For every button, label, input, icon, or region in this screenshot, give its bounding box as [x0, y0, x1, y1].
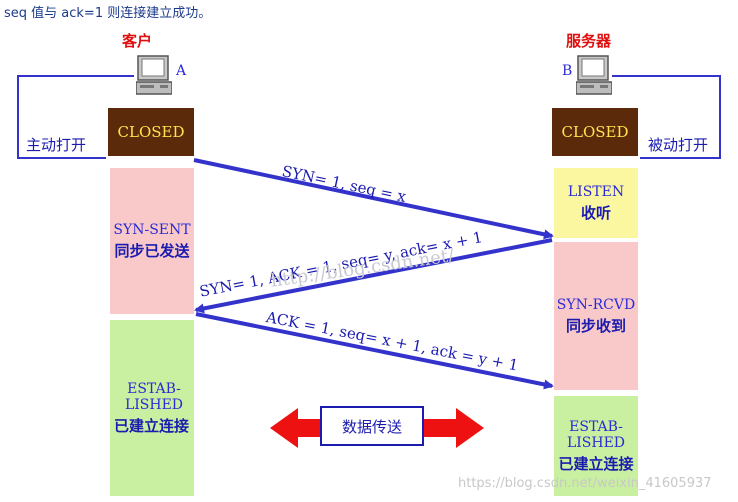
passive-open-label: 被动打开 — [648, 136, 709, 154]
active-open-label: 主动打开 — [26, 136, 87, 154]
server-established-zh: 已建立连接 — [558, 454, 634, 473]
server-role-title: 服务器 — [566, 32, 612, 50]
top-caption: seq 值与 ack=1 则连接建立成功。 — [4, 6, 212, 21]
client-closed-state: CLOSED — [108, 108, 194, 156]
syn-arrow — [193, 158, 554, 240]
client-established-state: ESTAB-LISHED 已建立连接 — [110, 320, 194, 496]
syn-rcvd-zh: 同步收到 — [565, 316, 626, 335]
syn-sent-zh: 同步已发送 — [114, 241, 190, 260]
syn-rcvd-en: SYN-RCVD — [556, 296, 636, 313]
client-role-title: 客户 — [122, 32, 153, 50]
client-computer-icon — [136, 55, 172, 95]
syn-ack-arrow — [194, 238, 553, 314]
server-closed-state: CLOSED — [552, 108, 638, 156]
server-syn-rcvd-state: SYN-RCVD 同步收到 — [554, 242, 638, 390]
syn-sent-en: SYN-SENT — [113, 221, 191, 238]
server-letter: B — [562, 63, 573, 79]
client-established-zh: 已建立连接 — [114, 416, 190, 435]
server-established-state: ESTAB-LISHED 已建立连接 — [554, 396, 638, 496]
server-established-en: ESTAB-LISHED — [566, 418, 626, 451]
client-syn-sent-state: SYN-SENT 同步已发送 — [110, 168, 194, 314]
data-transfer-label: 数据传送 — [320, 406, 424, 446]
listen-zh: 收听 — [580, 203, 611, 222]
listen-en: LISTEN — [567, 183, 625, 200]
ack-arrow — [195, 312, 554, 390]
client-letter: A — [176, 63, 187, 79]
client-established-en: ESTAB-LISHED — [124, 380, 184, 413]
server-listen-state: LISTEN 收听 — [554, 168, 638, 238]
server-computer-icon — [576, 55, 612, 95]
watermark-corner: https://blog.csdn.net/weixin_41605937 — [458, 476, 712, 491]
